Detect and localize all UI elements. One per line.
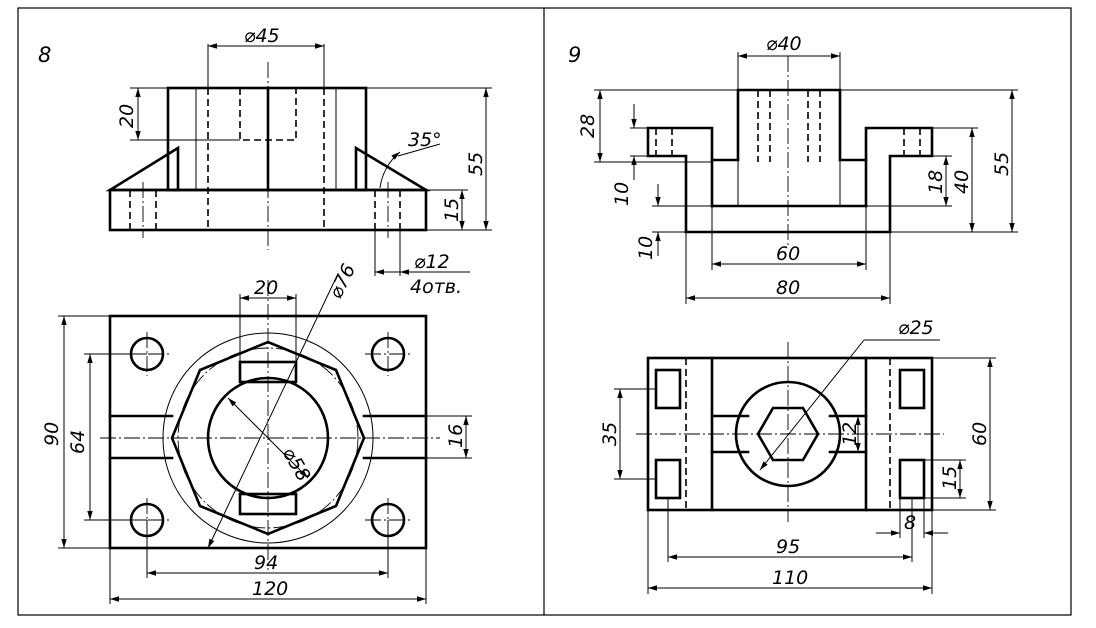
dim-9-h40: 40 (951, 170, 973, 194)
dim-9-h12: 12 (839, 422, 861, 446)
dim-8-h64: 64 (67, 430, 89, 454)
dim-9-w110: 110 (772, 567, 808, 589)
dim-8-w20: 20 (254, 277, 278, 299)
dim-9-w8: 8 (904, 512, 916, 534)
dim-9-w80: 80 (776, 277, 800, 299)
dim-9-h60: 60 (969, 422, 991, 446)
dim-8-h20: 20 (116, 104, 138, 128)
drawing-9-top-view: ⌀25 35 12 60 15 8 (599, 317, 996, 594)
dim-9-d25: ⌀25 (898, 317, 934, 339)
dim-8-h55: 55 (465, 152, 487, 176)
drawing-number-9: 9 (568, 43, 581, 67)
dim-9-h10b: 10 (635, 236, 657, 260)
drawing-8-top-view: 20 ⌀76 ⌀58 90 64 16 94 (41, 261, 472, 604)
dim-8-d58: ⌀58 (278, 444, 315, 486)
dim-9-h55: 55 (991, 152, 1013, 176)
dim-8-d45: ⌀45 (244, 25, 280, 47)
dim-8-holes: 4отв. (410, 276, 462, 298)
drawing-9: 9 ⌀40 28 (568, 33, 1018, 594)
dim-9-h15: 15 (939, 466, 961, 490)
dim-9-w95: 95 (776, 536, 800, 558)
dim-9-h18: 18 (925, 170, 947, 194)
dim-9-h35: 35 (599, 422, 621, 446)
dim-8-d12: ⌀12 (414, 251, 450, 273)
dim-9-h10a: 10 (611, 182, 633, 206)
drawing-number-8: 8 (38, 43, 51, 67)
drawing-8: 8 ⌀45 (38, 25, 492, 604)
dim-9-w60: 60 (776, 243, 800, 265)
dim-8-w120: 120 (252, 578, 288, 600)
drawing-9-front-view: ⌀40 28 10 10 55 40 (577, 33, 1018, 304)
dim-8-d76: ⌀76 (325, 261, 360, 303)
dim-9-h28: 28 (577, 114, 599, 138)
drawing-8-front-view: ⌀45 20 35° 55 15 ⌀12 4отв. (105, 25, 492, 298)
dim-8-h16: 16 (445, 424, 467, 448)
dim-8-angle: 35° (408, 129, 442, 151)
dim-8-w94: 94 (254, 552, 278, 574)
dim-8-h15: 15 (441, 198, 463, 222)
dim-8-h90: 90 (41, 422, 63, 446)
dim-9-d40: ⌀40 (766, 33, 802, 55)
